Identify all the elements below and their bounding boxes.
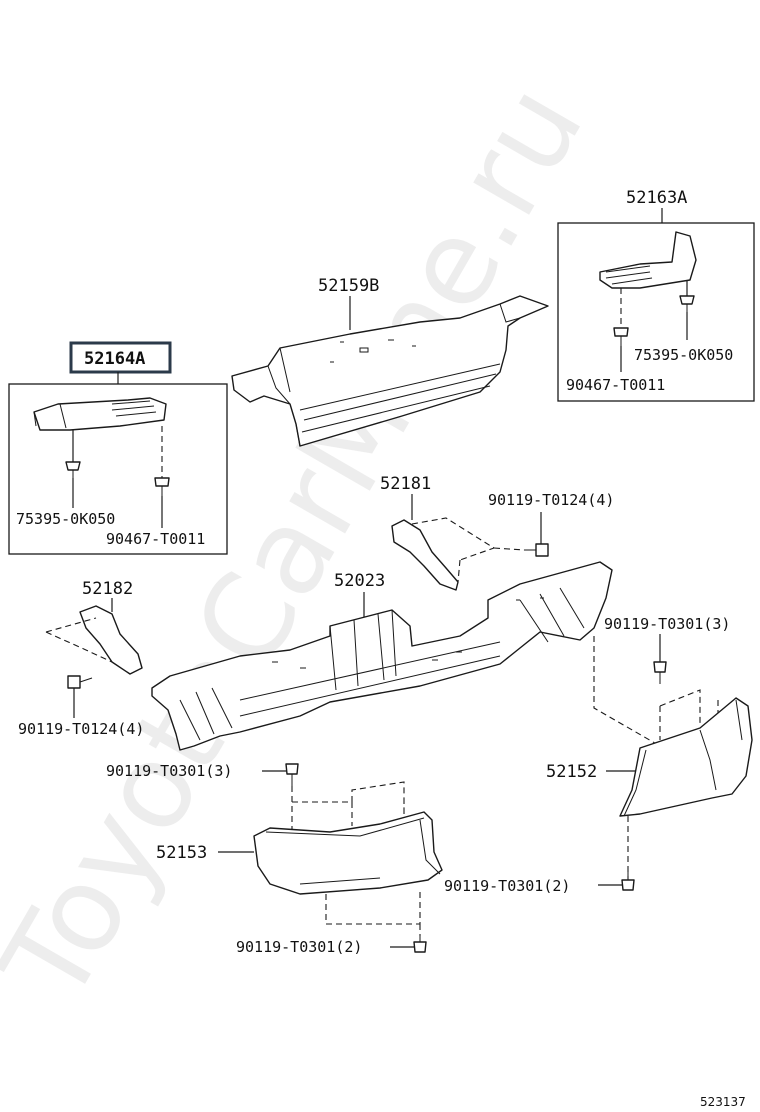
detail-box-left — [8, 383, 228, 555]
part-label-52163a[interactable]: 52163A — [626, 188, 687, 208]
bumper-edge — [623, 699, 743, 817]
bolt-dash — [493, 547, 525, 551]
mount-dash — [291, 781, 405, 830]
bolt-icon — [621, 872, 635, 891]
part-52164a-shape[interactable] — [33, 397, 167, 431]
bolt-icon — [67, 675, 93, 689]
detail-box-right — [557, 222, 755, 402]
fastener-label-bolt-upper-right[interactable]: 90119-T0124(4) — [488, 491, 614, 509]
part-label-52153[interactable]: 52153 — [156, 843, 207, 863]
bolt-icon — [285, 763, 299, 786]
group-52152: 90119-T0301(3) 52152 90119-T0301(2) — [444, 615, 753, 895]
bolt-icon — [154, 477, 170, 496]
bolt-icon — [613, 327, 629, 346]
step-tread — [295, 363, 501, 447]
bar-ribs — [179, 609, 397, 741]
part-label-52181[interactable]: 52181 — [380, 474, 431, 494]
fastener-label-right-screw[interactable]: 90467-T0011 — [566, 376, 665, 394]
fastener-label-right-clip[interactable]: 75395-0K050 — [634, 346, 733, 364]
group-52153: 90119-T0301(3) 52153 90119-T0301(2) — [106, 762, 443, 956]
group-52164a: 52164A 75395-0K050 90467-T0011 — [8, 341, 228, 555]
pad-texture — [111, 400, 157, 417]
pad-texture — [605, 265, 653, 285]
part-52182-shape[interactable] — [79, 605, 143, 675]
bolt-icon — [653, 661, 667, 684]
fastener-label-left-screw[interactable]: 90467-T0011 — [106, 530, 205, 548]
part-label-52159b[interactable]: 52159B — [318, 276, 379, 296]
bar-lower-edge — [239, 587, 585, 717]
group-52182: 52182 90119-T0124(4) — [18, 579, 144, 738]
bolt-icon — [524, 543, 549, 557]
step-holes — [330, 339, 416, 363]
bolt-icon — [413, 936, 427, 953]
step-flange — [267, 303, 521, 405]
part-52181-shape[interactable] — [391, 519, 459, 591]
fastener-label-left-clip[interactable]: 75395-0K050 — [16, 510, 115, 528]
part-52159b-shape[interactable] — [231, 295, 549, 447]
highlight-frame — [69, 341, 172, 374]
part-label-52023[interactable]: 52023 — [334, 571, 385, 591]
clip-icon — [65, 461, 81, 478]
diagram-ref: 523137 — [700, 1095, 746, 1109]
part-52153-shape[interactable] — [253, 811, 443, 895]
part-52163a-shape[interactable] — [599, 231, 697, 289]
group-52181: 52181 90119-T0124(4) — [380, 474, 614, 591]
bracket-dash — [411, 517, 496, 583]
bracket-dash — [45, 617, 113, 663]
group-52023: 52023 — [151, 561, 613, 751]
fastener-label-bolt-right-lower[interactable]: 90119-T0301(2) — [444, 877, 570, 895]
part-label-52164a[interactable]: 52164A — [84, 349, 145, 369]
fastener-label-bolt-left-upper[interactable]: 90119-T0301(3) — [106, 762, 232, 780]
group-52163a: 52163A 75395-0K050 90467-T0011 — [557, 188, 755, 402]
bumper-edge — [265, 817, 441, 885]
pad-edge — [33, 403, 67, 429]
fastener-label-bolt-left-lower[interactable]: 90119-T0301(2) — [236, 938, 362, 956]
part-label-52152[interactable]: 52152 — [546, 762, 597, 782]
bar-holes — [272, 597, 544, 669]
part-label-52182[interactable]: 52182 — [82, 579, 133, 599]
clip-icon — [679, 295, 695, 312]
mount-dash — [593, 636, 719, 747]
part-52152-shape[interactable] — [619, 697, 753, 817]
mount-dash-lower — [325, 892, 421, 936]
fastener-label-bolt-left[interactable]: 90119-T0124(4) — [18, 720, 144, 738]
fastener-label-bolt-right-upper[interactable]: 90119-T0301(3) — [604, 615, 730, 633]
group-52159b: 52159B — [231, 276, 549, 447]
